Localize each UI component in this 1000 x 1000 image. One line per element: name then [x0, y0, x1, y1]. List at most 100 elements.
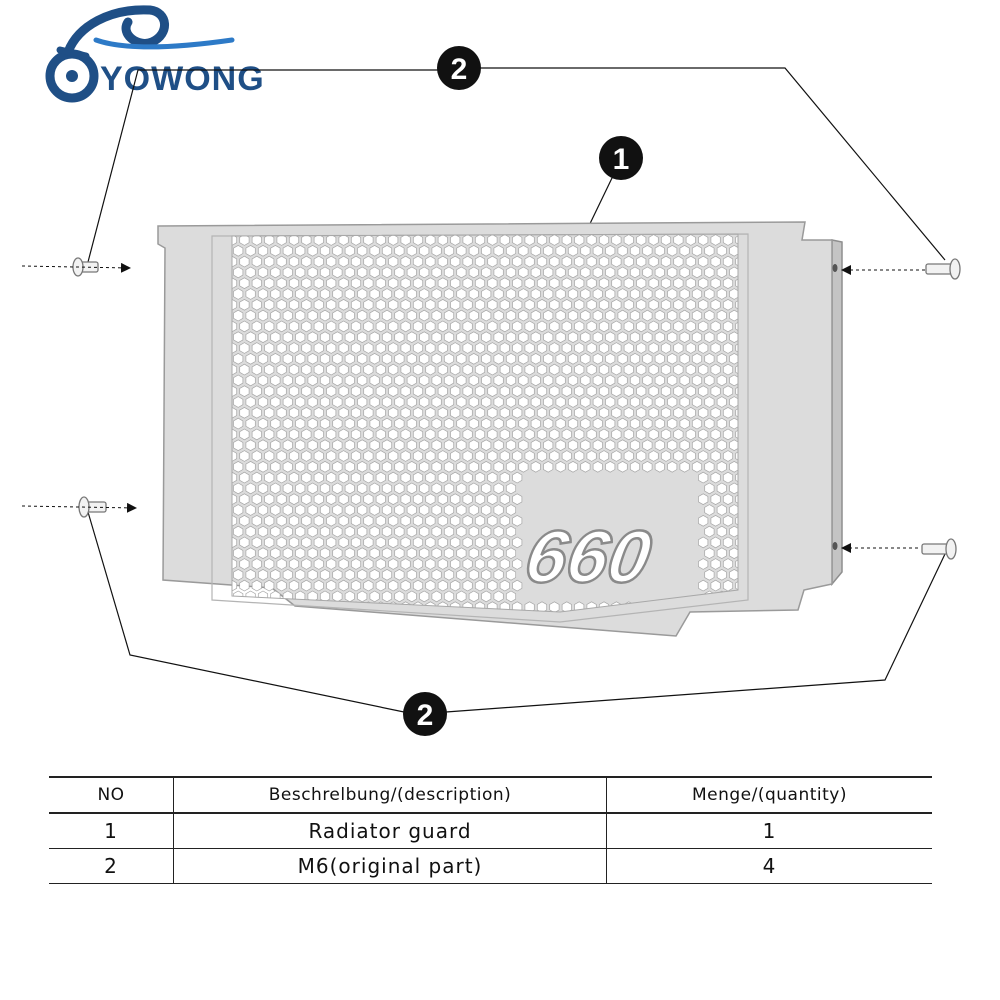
hex-hole	[704, 331, 715, 344]
hex-hole	[295, 504, 306, 516]
hex-hole	[710, 234, 721, 246]
hex-hole	[549, 320, 560, 333]
hex-hole	[636, 320, 647, 333]
hex-hole	[332, 460, 343, 473]
hex-hole	[611, 406, 622, 419]
hex-hole	[716, 374, 727, 387]
hex-hole	[381, 266, 393, 279]
hex-hole	[530, 439, 541, 452]
hex-hole	[319, 266, 331, 279]
hex-hole	[691, 352, 703, 365]
hex-hole	[363, 363, 374, 376]
hex-hole	[636, 255, 647, 268]
hex-hole	[431, 288, 442, 300]
hex-hole	[425, 320, 436, 333]
hex-hole	[375, 363, 386, 376]
hex-hole	[425, 342, 436, 354]
hex-hole	[450, 234, 461, 246]
hex-hole	[363, 471, 374, 484]
hex-hole	[667, 460, 678, 473]
hex-hole	[456, 504, 467, 516]
hex-hole	[555, 244, 566, 257]
hex-hole	[282, 352, 293, 365]
hex-hole	[406, 288, 417, 300]
hex-hole	[270, 547, 281, 560]
hex-hole	[319, 309, 331, 322]
hex-hole	[276, 579, 287, 592]
hex-hole	[468, 396, 479, 408]
hex-hole	[716, 482, 727, 495]
hex-hole	[567, 460, 579, 473]
hex-hole	[499, 342, 510, 354]
hex-hole	[543, 266, 554, 279]
hex-hole	[233, 439, 244, 452]
hex-hole	[468, 590, 479, 603]
hex-hole	[487, 450, 498, 462]
hex-hole	[450, 450, 461, 462]
hex-hole	[705, 613, 714, 624]
hex-hole	[722, 298, 734, 311]
hex-hole	[543, 244, 554, 257]
hex-hole	[636, 385, 647, 398]
hex-hole	[296, 613, 305, 624]
hex-hole	[512, 363, 523, 376]
hex-hole	[605, 460, 616, 473]
hex-hole	[654, 396, 665, 408]
hex-hole	[350, 406, 362, 419]
hex-hole	[232, 493, 238, 506]
hex-hole	[543, 396, 554, 408]
hex-hole	[481, 525, 492, 538]
hex-hole	[406, 482, 417, 495]
hex-hole	[232, 601, 238, 612]
hex-hole	[406, 417, 417, 430]
hex-hole	[710, 298, 721, 311]
hex-hole	[580, 417, 591, 430]
hex-hole	[239, 579, 250, 592]
hex-hole	[716, 331, 727, 344]
hex-hole	[567, 439, 579, 452]
hex-hole	[698, 428, 709, 441]
hex-hole	[283, 613, 292, 624]
hex-hole	[648, 428, 659, 441]
hex-hole	[530, 244, 541, 257]
hex-hole	[282, 309, 293, 322]
hex-hole	[710, 406, 721, 419]
hex-hole	[735, 536, 738, 549]
hex-hole	[555, 396, 566, 408]
hex-hole	[419, 331, 430, 344]
hex-hole	[549, 234, 560, 246]
hex-hole	[301, 450, 312, 462]
hex-hole	[722, 385, 734, 398]
hex-hole	[623, 406, 634, 419]
hex-hole	[270, 331, 281, 344]
hex-hole	[443, 547, 455, 560]
hex-hole	[543, 439, 554, 452]
hex-hole	[400, 471, 411, 484]
hex-hole	[313, 342, 324, 354]
hex-hole	[338, 342, 349, 354]
hex-hole	[394, 288, 405, 300]
hex-hole	[499, 493, 510, 506]
hex-hole	[536, 277, 548, 290]
hex-hole	[729, 396, 738, 408]
hex-hole	[301, 514, 312, 527]
hex-hole	[567, 309, 579, 322]
hex-hole	[499, 363, 510, 376]
hex-hole	[276, 320, 287, 333]
hex-hole	[301, 298, 312, 311]
hex-hole	[543, 460, 554, 473]
hex-hole	[319, 482, 331, 495]
hex-hole	[301, 536, 312, 549]
header-quantity: Menge/(quantity)	[606, 777, 932, 813]
hex-hole	[245, 352, 256, 365]
hex-hole	[419, 417, 430, 430]
hex-hole	[735, 579, 738, 592]
hex-hole	[443, 460, 455, 473]
hex-hole	[493, 331, 504, 344]
hex-hole	[276, 342, 287, 354]
hex-hole	[344, 331, 355, 344]
hex-hole	[512, 558, 523, 570]
hex-hole	[555, 439, 566, 452]
hex-hole	[524, 428, 535, 441]
hex-hole	[481, 288, 492, 300]
